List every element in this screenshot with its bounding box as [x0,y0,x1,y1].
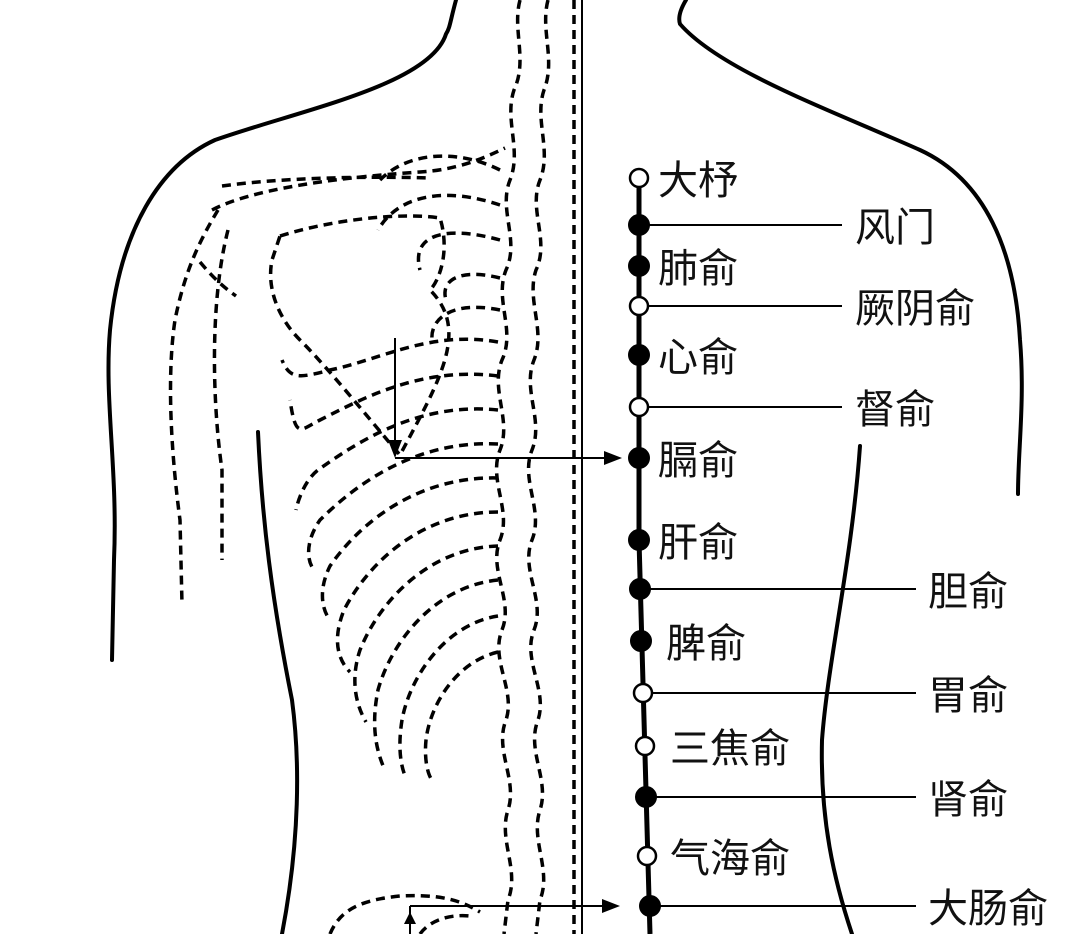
right-torso-outline [822,446,860,934]
feishu-point [629,256,649,276]
dachangshu-label: 大肠俞 [928,886,1048,932]
geshu-level-arrowhead [604,451,622,465]
fengmen-label: 风门 [855,205,935,251]
acupoints [629,169,660,916]
qihaishu-point [638,847,656,865]
dushu-point [630,398,648,416]
dazhu-point [630,169,648,187]
shenshu-label: 肾俞 [928,777,1008,823]
left-neck-shoulder-outline [108,0,456,660]
scapula-tip-arrowhead [388,440,402,458]
danshu-label: 胆俞 [928,569,1008,615]
dachangshu-point [640,896,660,916]
iliac-crest-arrowhead [404,912,416,924]
ganshu-point [629,530,649,550]
left-torso-outline [258,432,297,934]
feishu-label: 肺俞 [658,246,738,292]
sanjiaoshu-point [636,737,654,755]
vertebrae-left-dashed [497,0,549,934]
dushu-label: 督俞 [855,387,935,433]
weishu-point [634,684,652,702]
xinshu-label: 心俞 [658,335,738,381]
jueyinshu-point [630,297,648,315]
scapula-dashed [271,216,449,455]
jueyinshu-label: 厥阴俞 [855,286,975,332]
body-outline [108,0,1021,934]
dachangshu-level-arrowhead [602,899,620,913]
weishu-label: 胃俞 [928,673,1008,719]
danshu-point [630,579,650,599]
pishu-point [631,631,651,651]
skeleton-dashed [171,0,574,934]
pishu-label: 脾俞 [666,621,746,667]
dazhu-label: 大杼 [658,158,738,204]
ganshu-label: 肝俞 [658,520,738,566]
sanjiaoshu-label: 三焦俞 [670,726,790,772]
shenshu-point [636,787,656,807]
xinshu-point [629,345,649,365]
ribs-dashed [282,156,500,780]
fengmen-point [629,215,649,235]
geshu-point [629,448,649,468]
pelvis-dashed [330,896,480,934]
bladder-meridian-line [639,178,650,934]
qihaishu-label: 气海俞 [670,836,790,882]
reference-arrows [388,338,622,934]
geshu-label: 膈俞 [658,438,738,484]
